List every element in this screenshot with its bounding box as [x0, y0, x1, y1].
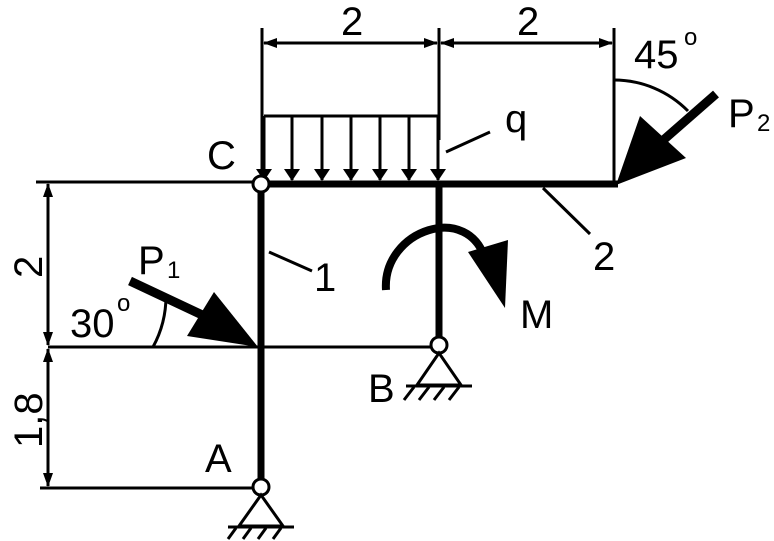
support-a-hatch [226, 527, 238, 540]
dimensions [36, 28, 616, 490]
support-b-hatch [447, 386, 461, 401]
point-label-b: B [368, 367, 395, 411]
dim-label-top-left: 2 [341, 0, 363, 44]
point-label-a: A [205, 437, 232, 481]
p2-arrowhead [616, 116, 686, 185]
frame [48, 180, 618, 487]
moment-m [381, 223, 508, 308]
support-a-hatch [241, 527, 253, 540]
hinges [251, 174, 449, 497]
support-b-hatch [402, 386, 416, 401]
dim-label-left-lower: 1,8 [7, 392, 51, 448]
p1-arrowhead [187, 292, 258, 347]
force-p2 [612, 78, 719, 185]
support-a-hatch [256, 527, 268, 540]
member-2-leader [541, 186, 592, 236]
load-label-m: M [520, 293, 553, 337]
support-a-hatch [271, 527, 283, 540]
support-b-hatch [417, 386, 431, 401]
moment-arc [381, 223, 490, 291]
angle-label-p2: 45 [634, 33, 679, 77]
load-label-p1-subscript: 1 [167, 257, 180, 284]
angle-label-p2-degree: o [684, 24, 697, 51]
angle-label-p1: 30 [70, 302, 115, 346]
labels: 2 2 2 1,8 C B A q M P 1 P 2 30 o 45 o 1 … [7, 0, 770, 481]
support-a-triangle [236, 492, 286, 528]
dim-label-left-upper: 2 [7, 256, 51, 278]
moment-arrowhead [468, 240, 508, 308]
member-leaders [268, 186, 592, 273]
support-b [402, 350, 472, 401]
point-label-c: C [207, 134, 236, 178]
load-label-q: q [505, 97, 527, 141]
distributed-load-q [256, 114, 491, 181]
support-a [226, 492, 294, 540]
member-label-2: 2 [593, 235, 615, 279]
p2-shaft [657, 90, 719, 147]
p2-angle-arc [613, 78, 690, 113]
p1-angle-arc [151, 295, 168, 348]
q-leader [445, 130, 491, 154]
force-p1 [128, 276, 258, 348]
load-label-p2-subscript: 2 [757, 110, 770, 137]
angle-label-p1-degree: o [117, 290, 130, 317]
support-b-triangle [414, 350, 464, 387]
hinge-c [251, 174, 271, 194]
load-label-p2: P [728, 92, 755, 136]
load-label-p1: P [138, 239, 165, 283]
member-1-leader [268, 250, 313, 273]
support-b-hatch [432, 386, 446, 401]
dim-label-top-right: 2 [517, 0, 539, 44]
member-label-1: 1 [314, 256, 336, 300]
